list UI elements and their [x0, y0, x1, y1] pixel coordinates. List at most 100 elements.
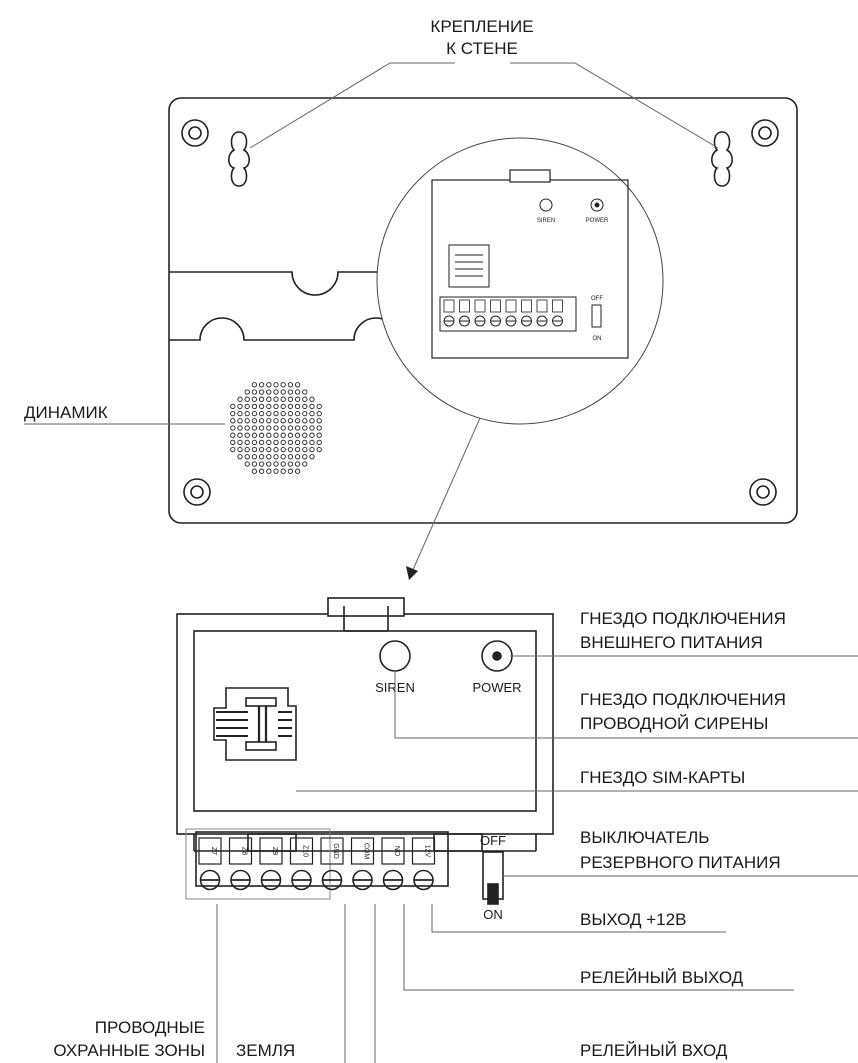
speaker-hole	[287, 461, 294, 467]
speaker-hole	[273, 439, 279, 446]
speaker-hole	[287, 389, 294, 395]
speaker-hole	[273, 396, 279, 402]
terminal-label-box	[228, 837, 253, 865]
speaker-hole	[302, 389, 308, 395]
power-jack-label-line2: ВНЕШНЕГО ПИТАНИЯ	[580, 633, 763, 652]
power-jack-label-line1: ГНЕЗДО ПОДКЛЮЧЕНИЯ	[580, 609, 786, 628]
speaker-hole	[258, 432, 265, 438]
speaker-hole	[287, 439, 294, 446]
backup-switch-label-line1: ВЫКЛЮЧАТЕЛЬ	[580, 828, 709, 847]
screw-top-left	[181, 119, 209, 147]
speaker-hole	[280, 403, 286, 410]
wall-mount-label-line1: КРЕПЛЕНИЕ	[430, 17, 533, 36]
speaker-hole	[309, 446, 315, 453]
speaker-hole	[294, 468, 301, 474]
mini-switch-on-label: ON	[593, 336, 602, 342]
speaker-hole	[244, 396, 250, 402]
speaker-hole	[266, 432, 272, 438]
speaker-hole	[294, 425, 301, 431]
speaker-hole	[273, 461, 279, 467]
speaker-hole	[273, 410, 279, 417]
speaker-hole	[258, 468, 265, 474]
speaker-hole	[309, 439, 315, 446]
magnifier	[376, 137, 664, 425]
terminal-label: COM	[363, 843, 370, 860]
speaker-hole	[244, 432, 250, 438]
speaker-hole	[237, 418, 243, 424]
terminal-label: Z8	[241, 847, 248, 855]
speaker-hole	[244, 418, 250, 424]
speaker-hole	[244, 461, 250, 467]
screw-bottom-right	[749, 478, 777, 506]
speaker-hole	[251, 439, 258, 446]
speaker-hole	[266, 468, 272, 474]
speaker-hole	[309, 410, 315, 417]
speaker-hole	[287, 396, 294, 402]
speaker-hole	[309, 454, 315, 460]
mini-panel-tab	[509, 169, 551, 183]
mini-switch-off-label: OFF	[591, 296, 603, 302]
speaker-hole	[302, 432, 308, 438]
speaker-hole	[287, 410, 294, 417]
speaker-hole	[294, 432, 301, 438]
speaker-hole	[280, 425, 286, 431]
speaker-hole	[266, 425, 272, 431]
sim-card-holder	[213, 687, 297, 761]
speaker-hole	[258, 461, 265, 467]
wired-zones-label-line2: ОХРАННЫЕ ЗОНЫ	[53, 1041, 205, 1060]
speaker-hole	[258, 403, 265, 410]
speaker-hole	[237, 454, 243, 460]
keyhole-right	[710, 131, 734, 187]
speaker-hole	[280, 389, 286, 395]
speaker-hole	[251, 389, 258, 395]
speaker-hole	[287, 446, 294, 453]
speaker-hole	[316, 446, 322, 453]
panel-top-tab	[327, 597, 405, 617]
speaker-hole	[230, 410, 236, 417]
speaker-hole	[273, 418, 279, 424]
speaker-hole	[273, 425, 279, 431]
speaker-hole	[230, 403, 236, 410]
speaker-hole	[237, 446, 243, 453]
speaker-hole	[280, 396, 286, 402]
mini-siren-label: SIREN	[537, 218, 555, 224]
speaker-hole	[266, 446, 272, 453]
terminal-label: NO	[393, 846, 400, 857]
speaker-hole	[258, 446, 265, 453]
switch-on-label: ON	[483, 907, 503, 922]
mini-sim-holder	[448, 244, 490, 288]
speaker-hole	[302, 403, 308, 410]
speaker-hole	[237, 403, 243, 410]
speaker-hole	[316, 432, 322, 438]
panel-outer-frame	[176, 613, 554, 835]
speaker-hole	[237, 425, 243, 431]
speaker-hole	[230, 439, 236, 446]
panel-leader-lines	[216, 655, 858, 1063]
relay-out-label: РЕЛЕЙНЫЙ ВЫХОД	[580, 968, 744, 987]
mini-terminal-frame	[439, 296, 577, 332]
mini-terminal-box	[459, 299, 470, 313]
speaker-hole	[316, 403, 322, 410]
mini-terminal-box	[505, 299, 517, 313]
speaker-hole	[237, 439, 243, 446]
speaker-hole	[237, 410, 243, 417]
siren-jack	[379, 640, 411, 672]
speaker-hole	[294, 389, 301, 395]
speaker-hole	[294, 439, 301, 446]
speaker-hole	[280, 439, 286, 446]
speaker-hole	[287, 418, 294, 424]
speaker-hole	[258, 382, 265, 388]
speaker-hole	[266, 439, 272, 446]
terminal-label-box	[411, 837, 436, 865]
wall-mount-label-line2: К СТЕНЕ	[446, 39, 518, 58]
speaker-hole	[266, 382, 272, 388]
speaker-hole	[309, 432, 315, 438]
speaker-hole	[258, 418, 265, 424]
terminal-label: Z9	[271, 847, 278, 855]
speaker-hole	[266, 454, 272, 460]
speaker-hole	[244, 410, 250, 417]
keyhole-left	[227, 131, 251, 187]
switch-off-label: OFF	[480, 833, 506, 848]
terminal-label: Z10	[302, 845, 309, 857]
speaker-hole	[251, 403, 258, 410]
